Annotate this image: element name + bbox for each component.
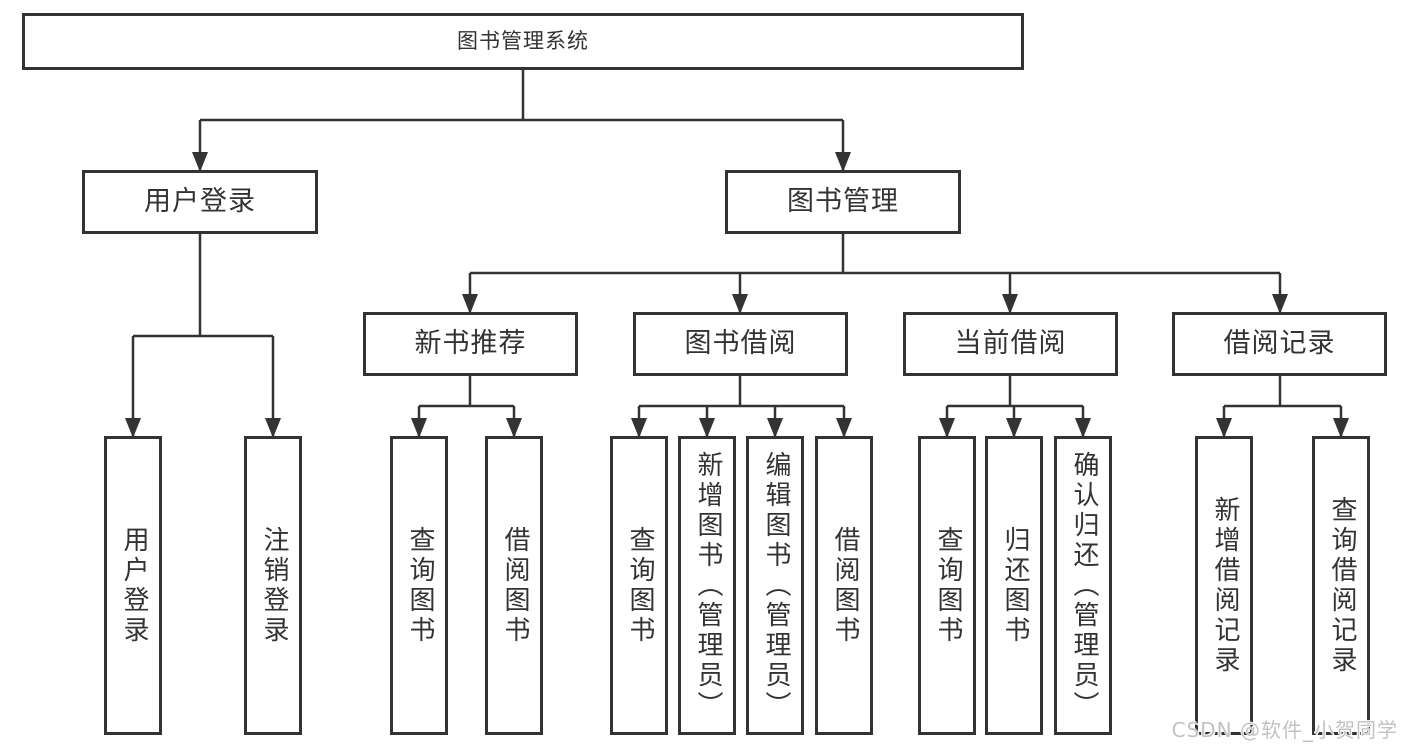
leaf-cb-return-books: 归还图书 [985, 436, 1043, 735]
node-book-borrow: 图书借阅 [633, 312, 848, 376]
node-current-borrow: 当前借阅 [903, 312, 1118, 376]
node-book-management: 图书管理 [725, 170, 961, 234]
leaf-br-query-record: 查询借阅记录 [1312, 436, 1370, 735]
connectors [125, 70, 1349, 438]
leaf-nb-borrow-books: 借阅图书 [485, 436, 543, 735]
leaf-logout: 注销登录 [244, 436, 302, 735]
leaf-bb-borrow-books: 借阅图书 [815, 436, 873, 735]
leaf-cb-query-books: 查询图书 [918, 436, 976, 735]
leaf-user-login: 用户登录 [104, 436, 162, 735]
leaf-bb-add-book-admin: 新增图书（管理员） [678, 436, 736, 735]
node-user-login: 用户登录 [82, 170, 318, 234]
node-borrow-records: 借阅记录 [1172, 312, 1387, 376]
leaf-bb-edit-book-admin: 编辑图书（管理员） [746, 436, 804, 735]
leaf-bb-query-books: 查询图书 [610, 436, 668, 735]
node-root: 图书管理系统 [22, 13, 1024, 70]
leaf-nb-query-books: 查询图书 [390, 436, 448, 735]
leaf-cb-confirm-return-admin: 确认归还（管理员） [1054, 436, 1112, 735]
leaf-br-add-record: 新增借阅记录 [1195, 436, 1253, 735]
node-new-book-recommend: 新书推荐 [363, 312, 578, 376]
csdn-watermark: CSDN @软件_小贺同学 [1171, 718, 1398, 742]
